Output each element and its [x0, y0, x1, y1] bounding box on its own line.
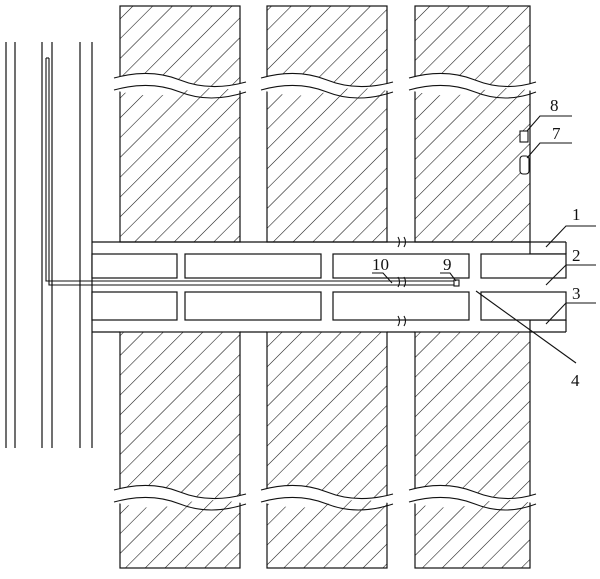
- roadway-blocks: [91, 253, 567, 321]
- callout-9: 9: [443, 255, 452, 274]
- callout-10: 10: [372, 255, 389, 274]
- sensors: [519, 130, 530, 175]
- callout-3: 3: [572, 284, 581, 303]
- break-lines: [113, 72, 537, 511]
- pillar-top-1: [119, 5, 241, 243]
- roadway-break-marks: [397, 236, 407, 327]
- gas-drainage-pipe: [45, 57, 456, 286]
- leader-lines: [372, 115, 596, 364]
- left-shaft-lines: [5, 42, 93, 448]
- callout-1: 1: [572, 205, 581, 224]
- callout-4: 4: [571, 371, 580, 390]
- pillar-bottom-2: [266, 331, 388, 569]
- pillar-top-3: [414, 5, 531, 243]
- pillar-bottom-1: [119, 331, 241, 569]
- callout-8: 8: [550, 96, 559, 115]
- sensor-7-icon: [519, 155, 530, 175]
- coal-pillars-bottom: [119, 331, 531, 569]
- pillar-bottom-3: [414, 331, 531, 569]
- callout-labels: 1 2 3 4 7 8 9 10: [372, 96, 581, 390]
- callout-2: 2: [572, 246, 581, 265]
- pillar-top-2: [266, 5, 388, 243]
- sensor-8-icon: [519, 130, 529, 143]
- borehole-marker: [453, 279, 460, 287]
- coal-pillars-top: [119, 5, 531, 243]
- callout-7: 7: [552, 124, 561, 143]
